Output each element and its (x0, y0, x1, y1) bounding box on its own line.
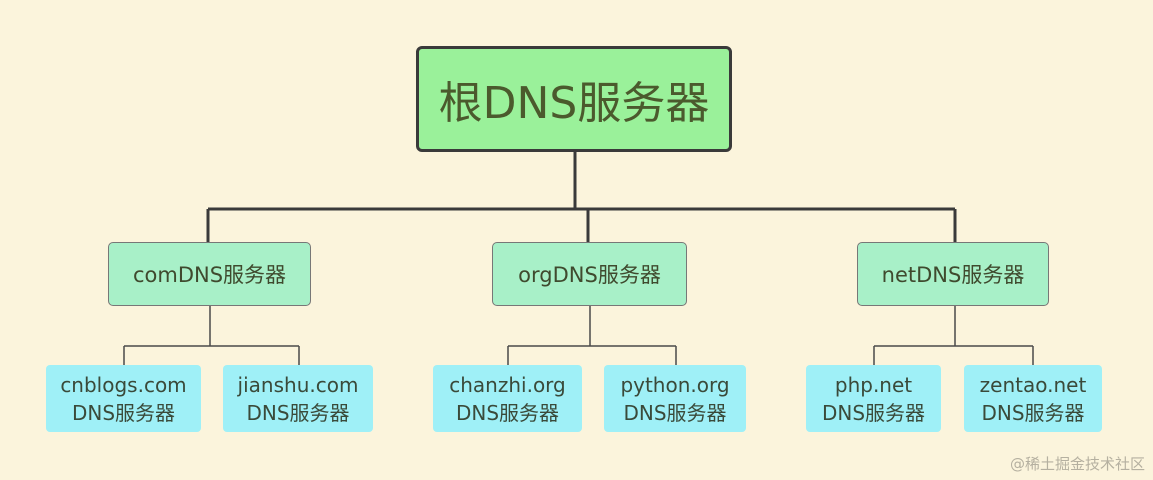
leaf-domain: chanzhi.org (449, 372, 566, 397)
leaf-label: DNS服务器 (246, 400, 350, 425)
python-dns-server-node: python.org DNS服务器 (604, 365, 746, 432)
zentao-dns-server-node: zentao.net DNS服务器 (964, 365, 1102, 432)
leaf-label: DNS服务器 (623, 400, 727, 425)
root-dns-server-node: 根DNS服务器 (416, 46, 732, 152)
leaf-domain: php.net (834, 372, 913, 397)
net-dns-server-node: netDNS服务器 (857, 242, 1049, 306)
cnblogs-dns-server-node: cnblogs.com DNS服务器 (46, 365, 201, 432)
watermark-text: @稀土掘金技术社区 (1009, 455, 1145, 473)
chanzhi-dns-server-node: chanzhi.org DNS服务器 (433, 365, 582, 432)
leaf-domain: jianshu.com (237, 372, 359, 397)
leaf-label: DNS服务器 (455, 400, 560, 425)
leaf-domain: python.org (620, 372, 730, 397)
php-dns-server-node: php.net DNS服务器 (806, 365, 941, 432)
leaf-connectors (123, 306, 1034, 365)
leaf-label: DNS服务器 (981, 400, 1085, 425)
leaf-label: DNS服务器 (821, 400, 926, 425)
root-connectors (206, 152, 957, 242)
leaf-label: DNS服务器 (71, 400, 176, 425)
org-dns-server-node: orgDNS服务器 (492, 242, 687, 306)
leaf-domain: zentao.net (979, 372, 1087, 397)
com-dns-server-node: comDNS服务器 (108, 242, 311, 306)
leaf-domain: cnblogs.com (60, 372, 187, 397)
jianshu-dns-server-node: jianshu.com DNS服务器 (223, 365, 373, 432)
